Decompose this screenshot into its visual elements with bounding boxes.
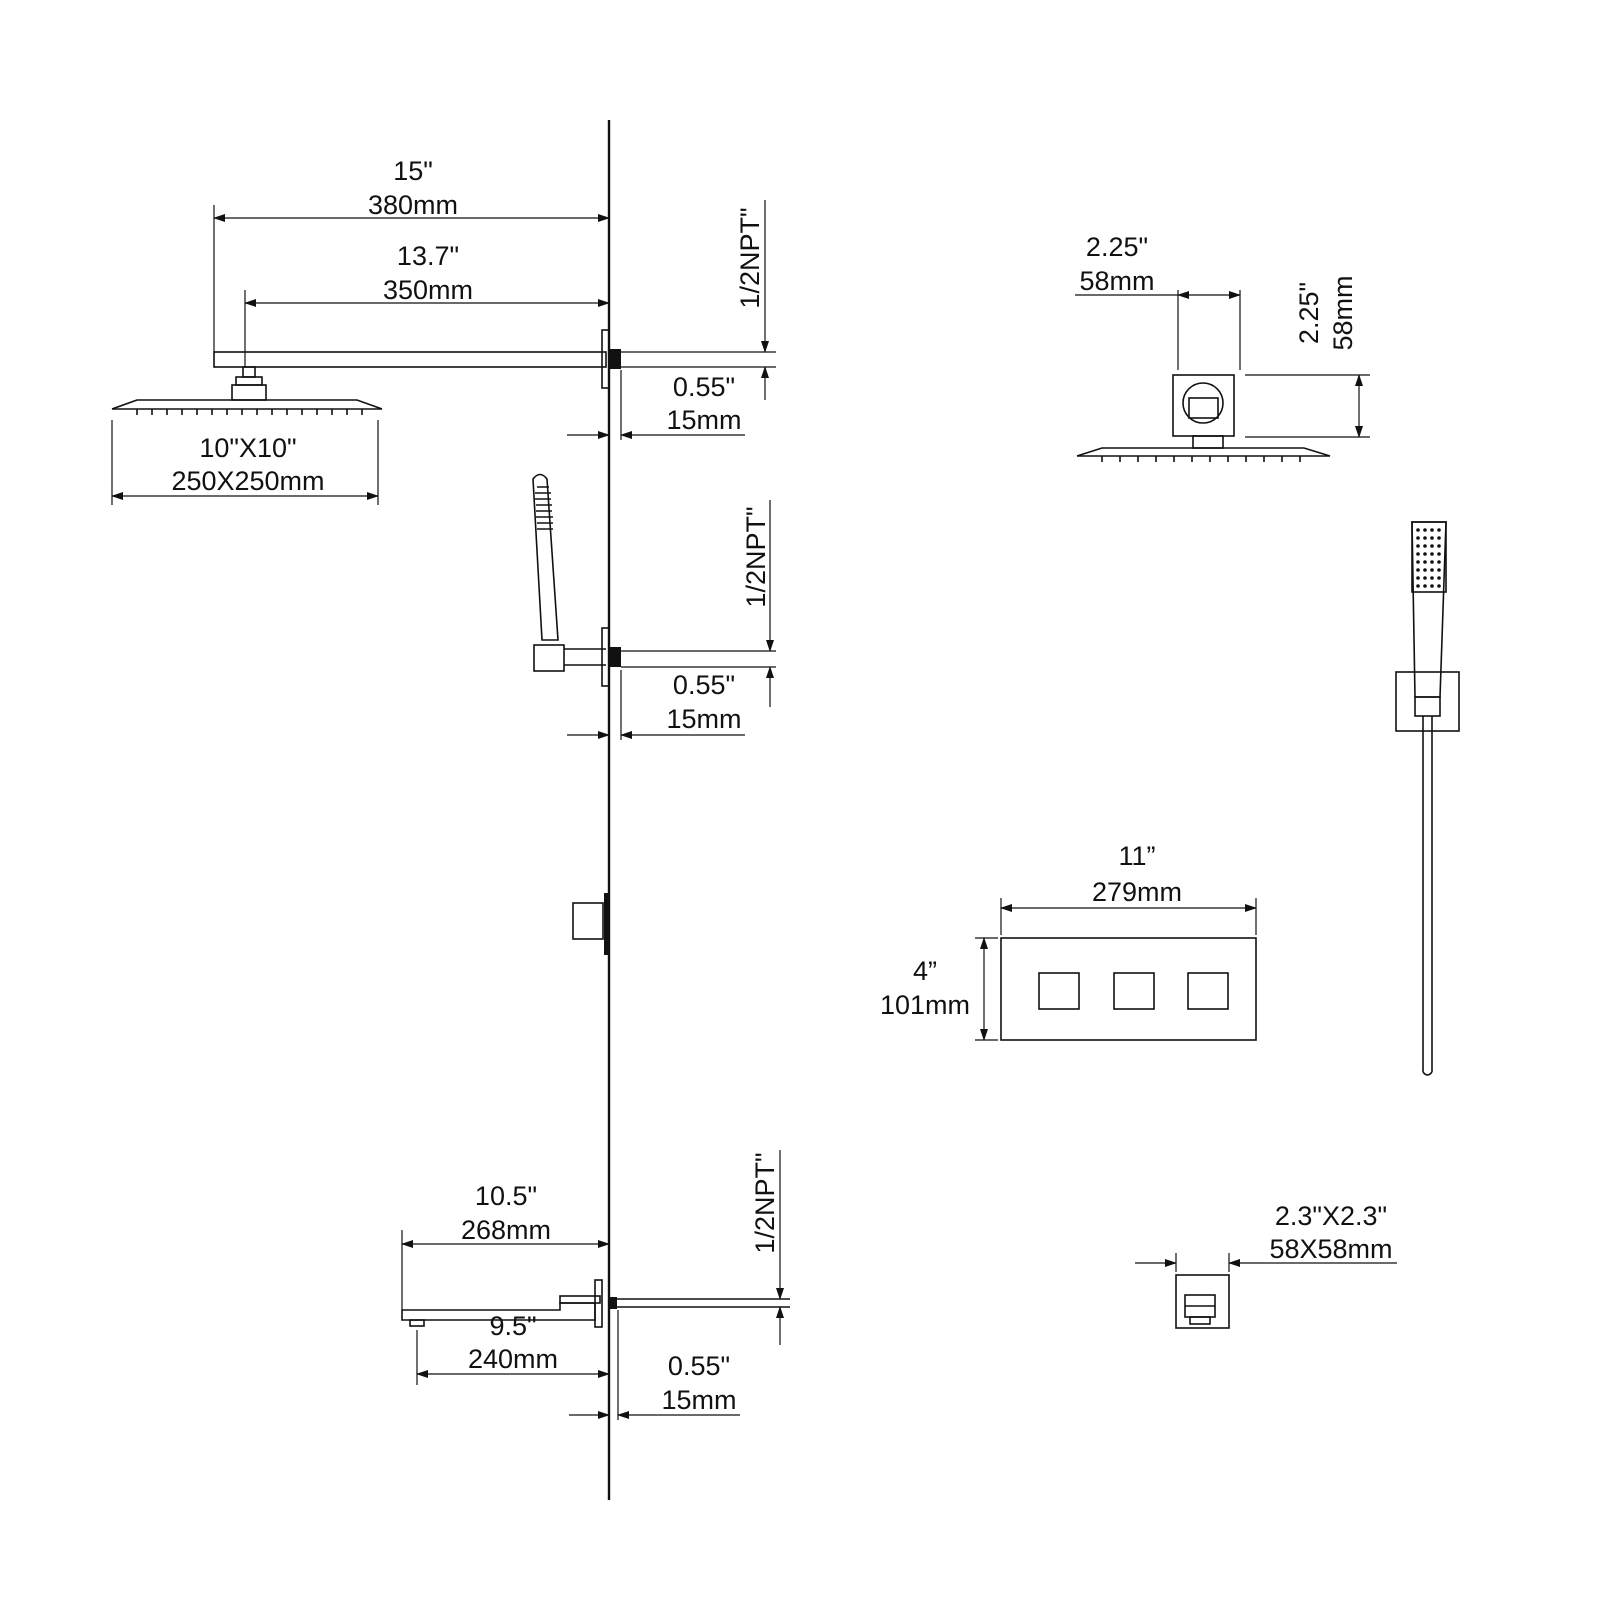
outlet-size-in-label: 2.3"X2.3" [1275,1201,1387,1231]
spout-offset-in-label: 0.55" [668,1351,730,1381]
valve-w-in-label: 11” [1118,841,1155,871]
spout-overall-mm-label: 268mm [461,1215,551,1245]
valve-handle-1 [1038,972,1080,1010]
hand-shower-icon [532,473,621,687]
valve-handle-3 [1187,972,1229,1010]
head-overall-in-label: 15" [393,156,433,186]
tub-spout-icon [401,1279,790,1328]
spout-offset-mm-label: 15mm [661,1385,736,1415]
hand-shower-front-icon [1395,521,1460,1076]
hand-offset-mm-label: 15mm [666,704,741,734]
head-arm-in-label: 13.7" [397,241,459,271]
head-offset-in-label: 0.55" [673,372,735,402]
flange-h-in-label: 2.25" [1294,282,1324,344]
head-size-mm-label: 250X250mm [171,466,324,496]
valve-w-mm-label: 279mm [1092,877,1182,907]
shower-arm-flange-icon [1076,374,1331,462]
head-npt-label: 1/2NPT" [735,207,765,308]
flange-w-in-label: 2.25" [1086,232,1148,262]
valve-trim-icon [1000,937,1257,1041]
spout-npt-label: 1/2NPT" [750,1152,780,1253]
flange-h-mm-label: 58mm [1328,275,1358,350]
flange-w-mm-label: 58mm [1079,266,1154,296]
outlet-size-mm-label: 58X58mm [1269,1234,1392,1264]
spout-reach-mm-label: 240mm [468,1344,558,1374]
spout-overall-in-label: 10.5" [475,1181,537,1211]
head-overall-mm-label: 380mm [368,190,458,220]
spout-reach-in-label: 9.5" [489,1311,536,1341]
outlet-side-view-icon [572,893,608,955]
valve-h-mm-label: 101mm [880,990,970,1020]
head-arm-mm-label: 350mm [383,275,473,305]
hand-offset-in-label: 0.55" [673,670,735,700]
valve-extension-lines [975,898,1257,1041]
outlet-extension-lines [1175,1253,1230,1272]
flange-extension-lines [1177,290,1370,438]
valve-h-in-label: 4” [913,956,937,986]
head-offset-mm-label: 15mm [666,405,741,435]
hand-npt-label: 1/2NPT" [741,506,771,607]
rain-shower-head-icon [111,329,621,415]
head-extension-lines [111,205,776,505]
valve-handle-2 [1113,972,1155,1010]
hand-extension-lines [620,650,776,740]
head-size-in-label: 10"X10" [199,433,296,463]
wall-outlet-front-icon [1175,1274,1230,1329]
